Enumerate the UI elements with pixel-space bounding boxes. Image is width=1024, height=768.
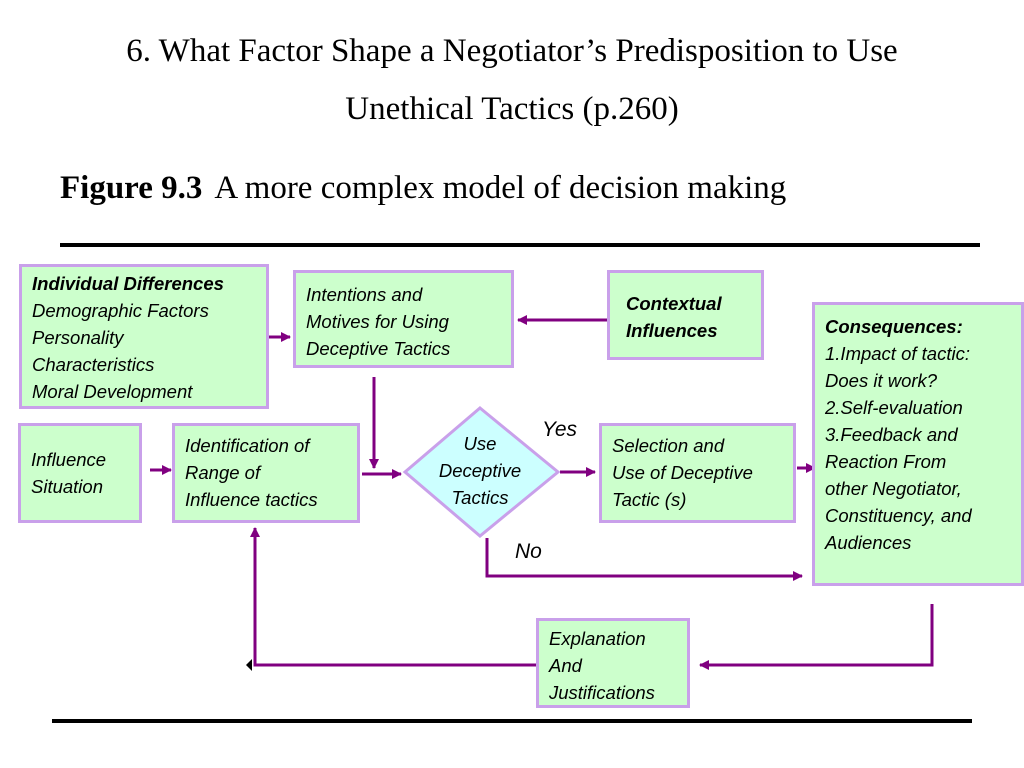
title-line-2: Unethical Tactics (p.260) (345, 91, 679, 127)
contextual-line: Contextual (626, 293, 722, 314)
individual-differences-heading: Individual Differences (32, 273, 224, 294)
bottom-divider (52, 719, 972, 723)
edge-label-no: No (515, 540, 542, 563)
decision-diamond (402, 406, 561, 538)
arrow-decision-no-to-consequences (485, 538, 803, 581)
identification-line: Identification of (185, 435, 310, 456)
node-contextual-influences: Contextual Influences (607, 270, 764, 360)
consequences-line: Reaction From (825, 451, 947, 472)
top-divider (60, 243, 980, 247)
individual-line: Personality (32, 327, 124, 348)
identification-line: Influence tactics (185, 489, 318, 510)
node-selection-and-use: Selection and Use of Deceptive Tactic (s… (599, 423, 796, 523)
consequences-line: 3.Feedback and (825, 424, 958, 445)
selection-line: Selection and (612, 435, 725, 456)
individual-line: Demographic Factors (32, 300, 209, 321)
contextual-line: Influences (626, 320, 718, 341)
arrow-explanation-to-identification (250, 527, 536, 667)
selection-line: Tactic (s) (612, 489, 687, 510)
node-influence-situation: Influence Situation (18, 423, 142, 523)
figure-label: Figure 9.3 (60, 170, 203, 206)
figure-caption: Figure 9.3 A more complex model of decisi… (60, 166, 786, 210)
page-title: 6. What Factor Shape a Negotiator’s Pred… (0, 22, 1024, 138)
consequences-line: 1.Impact of tactic: (825, 343, 970, 364)
decision-line: Use (463, 433, 497, 454)
consequences-line: Constituency, and (825, 505, 972, 526)
selection-line: Use of Deceptive (612, 462, 753, 483)
figure-caption-text: A more complex model of decision making (214, 170, 787, 206)
decision-label: Use Deceptive Tactics (425, 430, 535, 511)
node-identification-of-range: Identification of Range of Influence tac… (172, 423, 360, 523)
explanation-line: Justifications (549, 682, 655, 703)
explanation-line: Explanation (549, 628, 646, 649)
intentions-line: Motives for Using (306, 311, 449, 332)
individual-line: Characteristics (32, 354, 155, 375)
individual-line: Moral Development (32, 381, 193, 402)
node-intentions-and-motives: Intentions and Motives for Using Decepti… (293, 270, 514, 368)
decision-line: Tactics (451, 487, 509, 508)
influence-line: Influence (31, 449, 107, 470)
node-explanation-and-justifications: Explanation And Justifications (536, 618, 690, 708)
explanation-line: And (549, 655, 582, 676)
influence-line: Situation (31, 476, 103, 497)
title-line-1: 6. What Factor Shape a Negotiator’s Pred… (126, 33, 898, 69)
edge-label-yes: Yes (542, 418, 578, 441)
identification-line: Range of (185, 462, 261, 483)
consequences-heading: Consequences: (825, 316, 963, 337)
decision-line: Deceptive (438, 460, 522, 481)
intentions-line: Deceptive Tactics (306, 338, 451, 359)
consequences-line: other Negotiator, (825, 478, 962, 499)
consequences-line: 2.Self-evaluation (825, 397, 963, 418)
arrow-consequences-to-explanation (699, 604, 934, 670)
node-individual-differences: Individual Differences Demographic Facto… (19, 264, 269, 409)
consequences-line: Does it work? (825, 370, 938, 391)
intentions-line: Intentions and (306, 284, 423, 305)
consequences-line: Audiences (825, 532, 912, 553)
node-consequences: Consequences: 1.Impact of tactic: Does i… (812, 302, 1024, 586)
